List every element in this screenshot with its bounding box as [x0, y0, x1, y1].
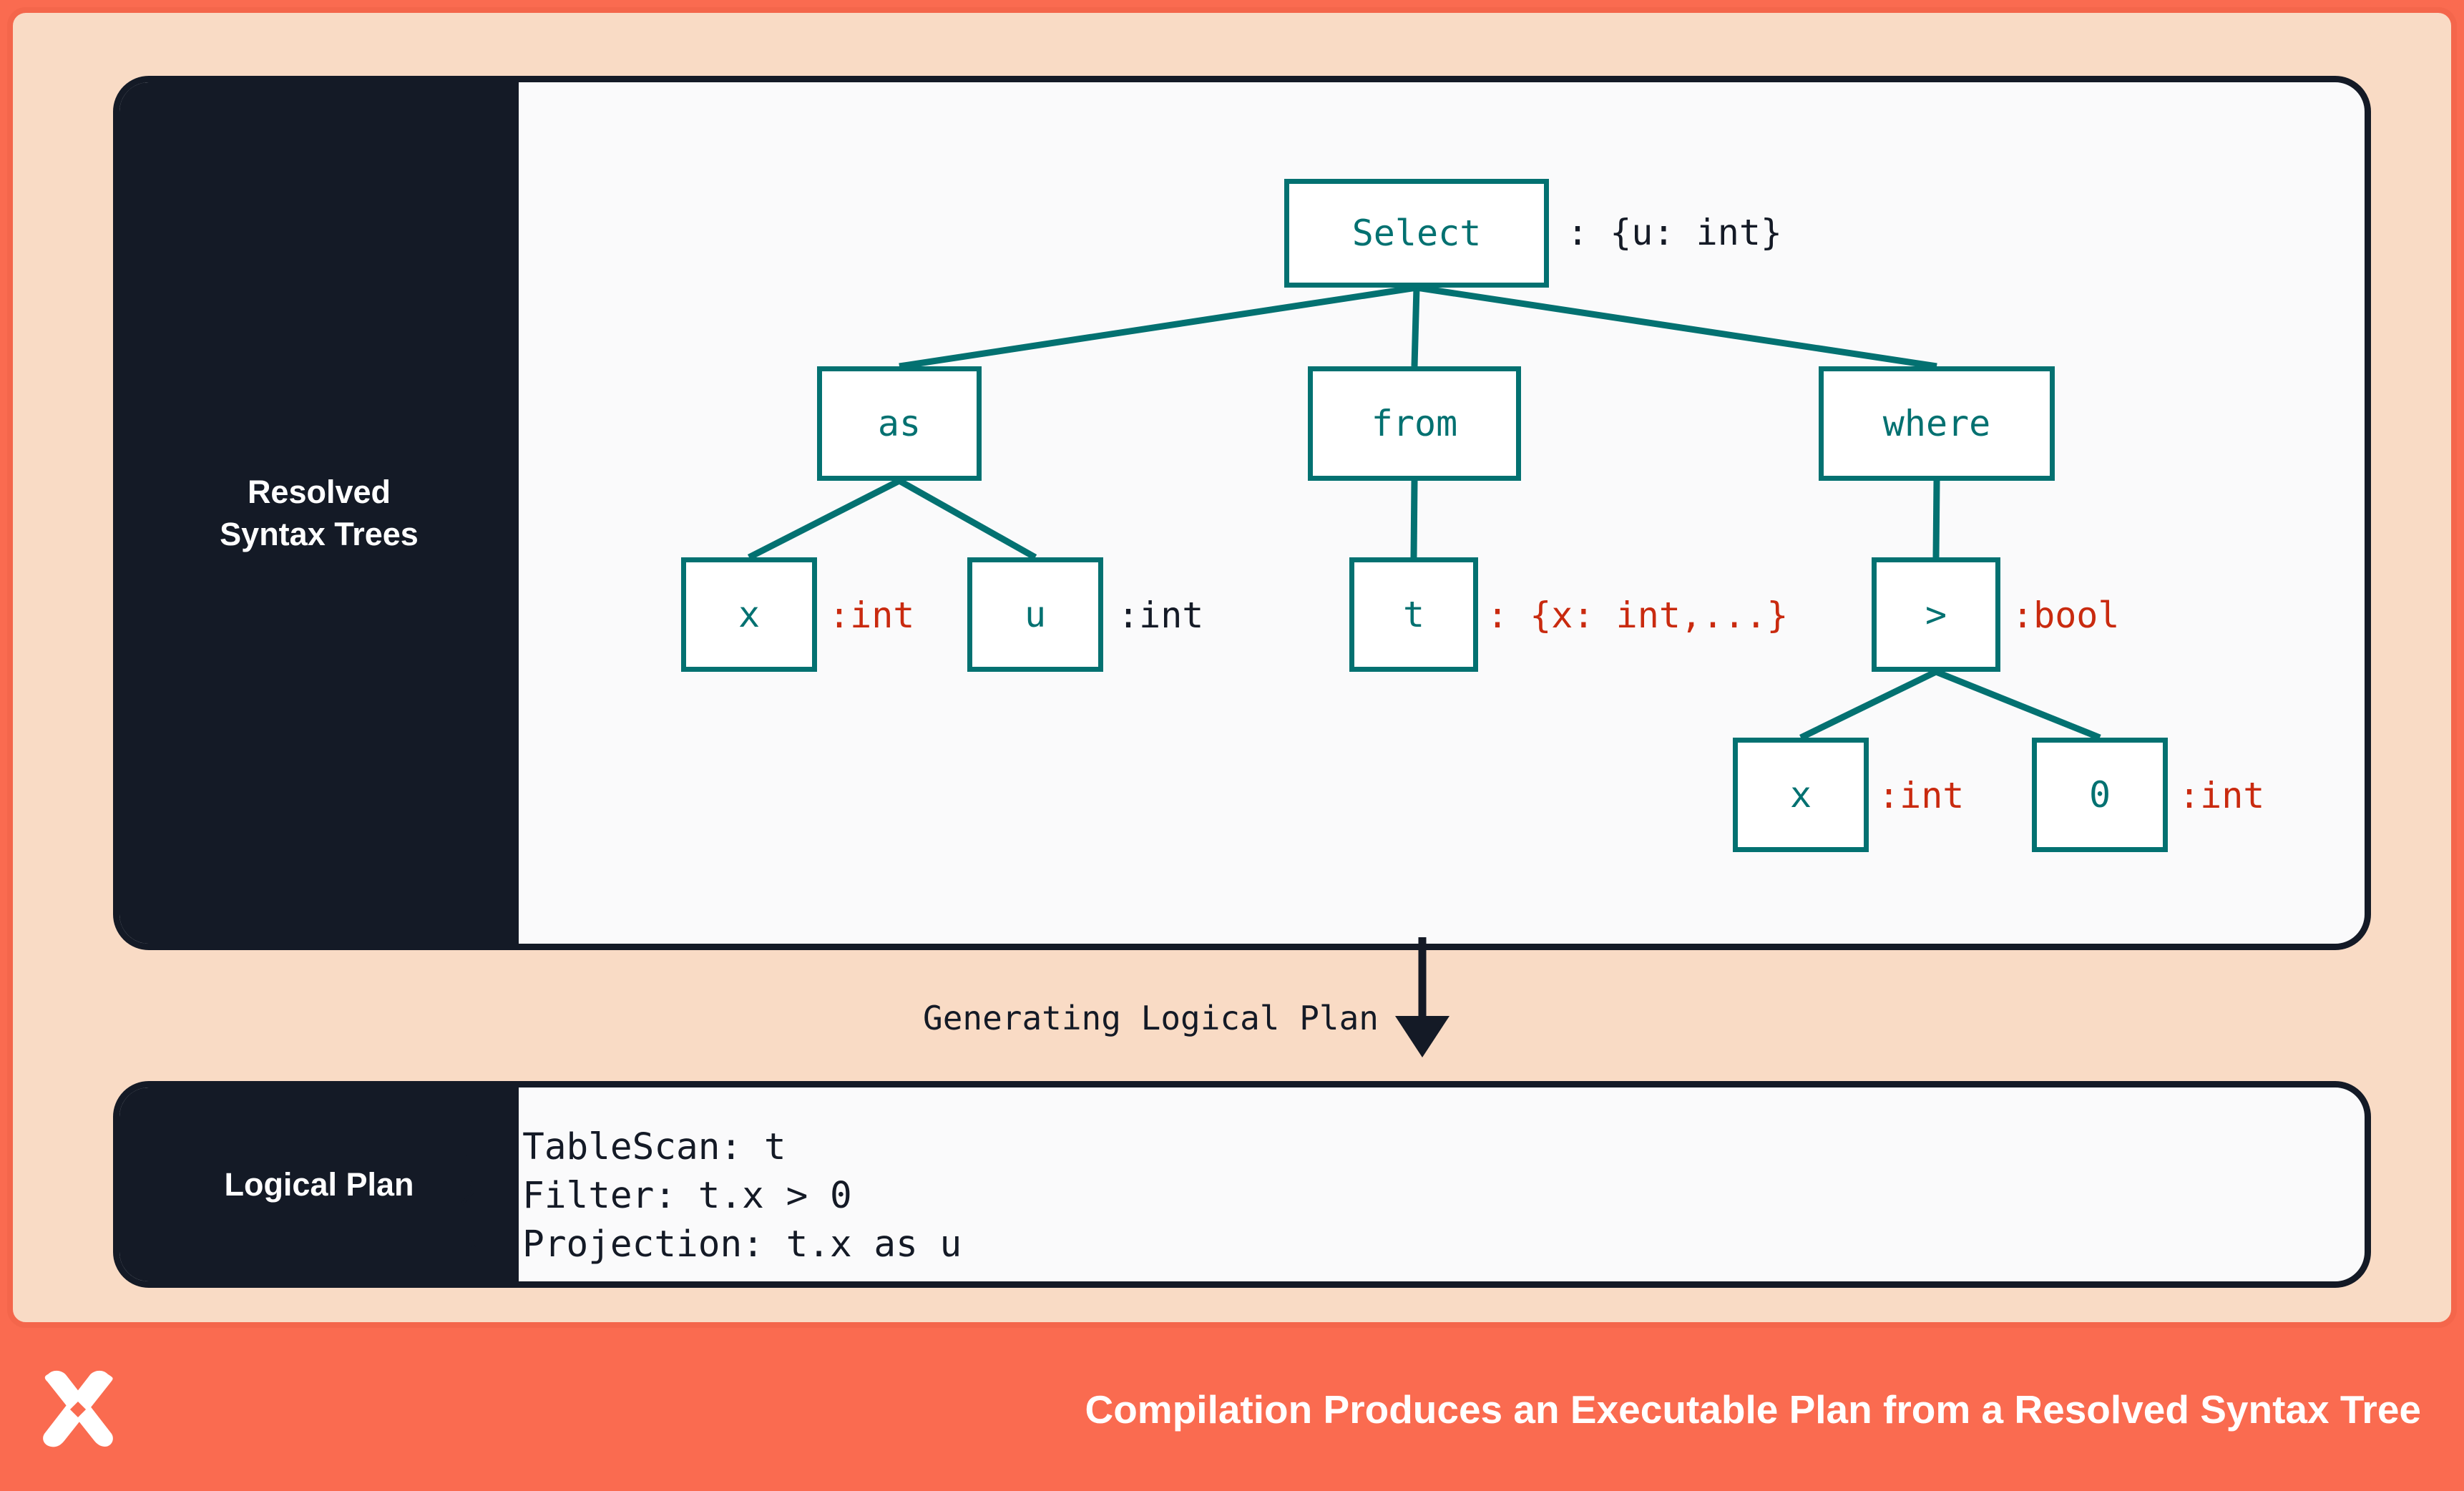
tree-node-label: u: [1024, 594, 1047, 635]
type-annotation-from-t: : {x: int,...}: [1487, 595, 1789, 636]
tree-node-label: as: [877, 403, 921, 444]
logical-plan-label: Logical Plan: [119, 1087, 519, 1281]
type-annotation-gt-0: :int: [2179, 775, 2265, 816]
type-annotation-select: : {u: int}: [1567, 212, 1783, 253]
tree-node-gt-0: 0: [2032, 738, 2168, 852]
diagram-canvas: Resolved Syntax Trees Logical Plan Gener…: [7, 7, 2457, 1328]
logical-plan-steps: 1. TableScan: t 2. Filter: t.x > 0 3. Proj…: [456, 1123, 962, 1269]
logical-plan-panel: Logical Plan: [113, 1081, 2371, 1288]
tree-node-gt: >: [1872, 557, 2000, 672]
bottom-banner: Compilation Produces an Executable Plan …: [0, 1328, 2464, 1491]
tree-node-label: where: [1882, 403, 1991, 444]
tree-node-select: Select: [1284, 179, 1549, 288]
tree-node-label: from: [1371, 403, 1458, 444]
tree-node-label: Select: [1351, 212, 1482, 254]
logical-plan-step: 1. TableScan: t: [456, 1126, 786, 1168]
resolved-syntax-trees-panel: Resolved Syntax Trees: [113, 76, 2371, 950]
tree-node-label: 0: [2088, 774, 2111, 816]
tree-node-label: x: [1789, 774, 1812, 816]
tree-node-from-t: t: [1349, 557, 1478, 672]
banner-title: Compilation Produces an Executable Plan …: [1085, 1387, 2421, 1432]
tree-node-where: where: [1819, 366, 2055, 481]
tree-node-as-u: u: [967, 557, 1103, 672]
tree-node-gt-x: x: [1733, 738, 1869, 852]
tree-node-label: x: [738, 594, 761, 635]
x-mark-logo-icon: [43, 1370, 113, 1447]
generating-logical-plan-caption: Generating Logical Plan: [923, 999, 1379, 1037]
resolved-syntax-trees-label: Resolved Syntax Trees: [119, 82, 519, 944]
tree-node-as-x: x: [681, 557, 817, 672]
tree-node-label: t: [1402, 594, 1425, 635]
type-annotation-as-x: :int: [828, 595, 915, 636]
logical-plan-step: 2. Filter: t.x > 0: [456, 1175, 852, 1217]
logical-plan-step: 3. Projection: t.x as u: [456, 1223, 962, 1266]
tree-node-label: >: [1925, 594, 1947, 635]
tree-node-as: as: [817, 366, 982, 481]
tree-node-from: from: [1308, 366, 1521, 481]
type-annotation-as-u: :int: [1118, 595, 1204, 636]
type-annotation-gt: :bool: [2012, 595, 2120, 636]
type-annotation-gt-x: :int: [1878, 775, 1965, 816]
